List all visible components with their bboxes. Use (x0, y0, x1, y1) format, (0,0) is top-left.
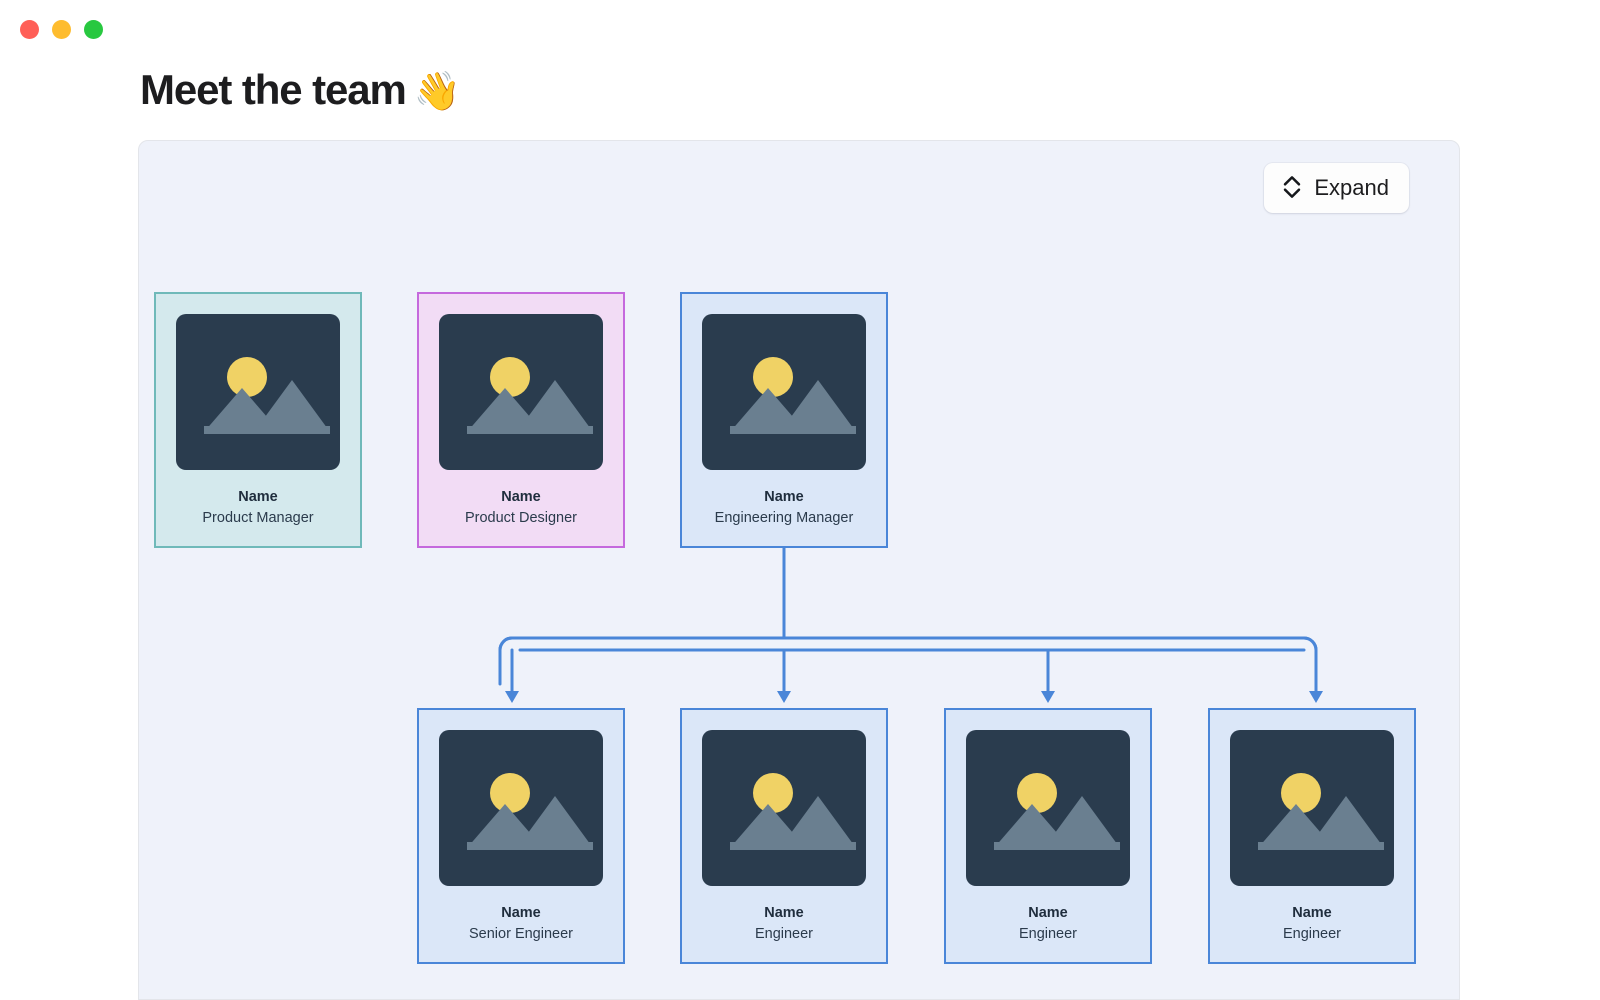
person-card-engineer-2[interactable]: Name Engineer (944, 708, 1152, 964)
org-chart-canvas[interactable]: Expand (138, 140, 1460, 1000)
person-role: Senior Engineer (469, 926, 573, 943)
person-card-engineer-3[interactable]: Name Engineer (1208, 708, 1416, 964)
close-window-button[interactable] (20, 20, 39, 39)
image-placeholder-icon (439, 730, 603, 886)
page-title-text: Meet the team (140, 66, 407, 113)
person-role: Product Manager (202, 510, 314, 527)
image-placeholder-icon (966, 730, 1130, 886)
person-name: Name (501, 905, 541, 921)
person-name: Name (238, 489, 278, 505)
image-placeholder-icon (702, 314, 866, 470)
person-role: Engineer (1018, 926, 1078, 943)
person-name: Name (764, 905, 804, 921)
person-card-senior-engineer[interactable]: Name Senior Engineer (417, 708, 625, 964)
person-role: Engineer (754, 926, 814, 943)
person-role: Engineer (1282, 926, 1342, 943)
minimize-window-button[interactable] (52, 20, 71, 39)
expand-button[interactable]: Expand (1264, 163, 1409, 213)
person-card-engineer-1[interactable]: Name Engineer (680, 708, 888, 964)
person-card-product-designer[interactable]: Name Product Designer (417, 292, 625, 548)
person-name: Name (1292, 905, 1332, 921)
window-traffic-lights (20, 20, 103, 39)
waving-hand-emoji: 👋 (413, 71, 462, 113)
image-placeholder-icon (176, 314, 340, 470)
person-name: Name (1028, 905, 1068, 921)
image-placeholder-icon (702, 730, 866, 886)
page-title: Meet the team👋 (140, 66, 461, 115)
image-placeholder-icon (1230, 730, 1394, 886)
image-placeholder-icon (439, 314, 603, 470)
person-name: Name (501, 489, 541, 505)
expand-button-label: Expand (1314, 175, 1389, 200)
person-card-product-manager[interactable]: Name Product Manager (154, 292, 362, 548)
person-role: Engineering Manager (714, 510, 854, 527)
person-role: Product Designer (464, 510, 578, 527)
maximize-window-button[interactable] (84, 20, 103, 39)
chevron-up-down-icon (1280, 174, 1304, 203)
person-card-engineering-manager[interactable]: Name Engineering Manager (680, 292, 888, 548)
person-name: Name (764, 489, 804, 505)
